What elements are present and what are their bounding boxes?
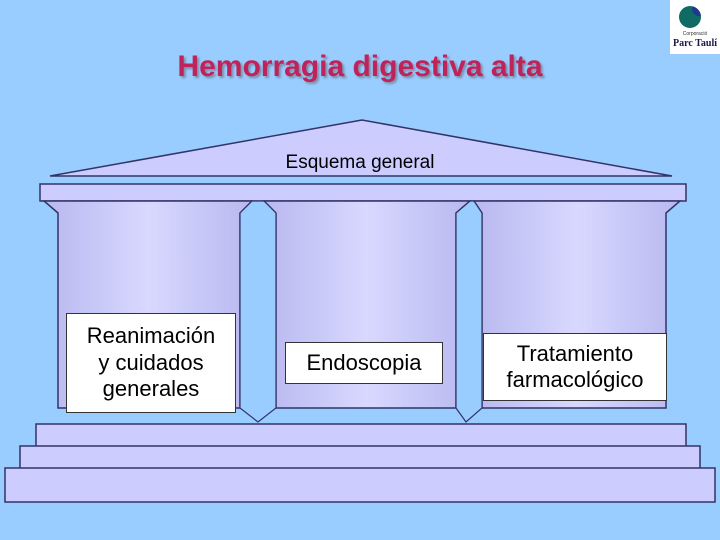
temple-step-3 <box>4 467 716 503</box>
temple-gap-2 <box>455 200 483 423</box>
pillar-text-line: y cuidados <box>98 349 204 375</box>
logo-mark-icon <box>679 6 701 28</box>
parc-tauli-logo: Corporació Parc Taulí <box>670 0 720 54</box>
pillar-box-endoscopia: Endoscopia <box>285 342 443 384</box>
pillar-text-line: farmacológico <box>506 367 644 392</box>
temple-entablature <box>39 183 687 202</box>
pillar-box-reanimacion: Reanimación y cuidados generales <box>66 313 236 413</box>
pillar-text-line: generales <box>102 376 200 402</box>
pillar-box-tratamiento: Tratamiento farmacológico <box>483 333 667 401</box>
temple-roof <box>49 119 673 177</box>
temple-gap-1 <box>239 200 277 423</box>
logo-name: Parc Taulí <box>673 38 717 49</box>
slide-title: Hemorragia digestiva alta <box>177 50 543 83</box>
pillar-text-line: Reanimación <box>86 323 216 349</box>
roof-label: Esquema general <box>285 152 435 173</box>
pillar-text-line: Endoscopia <box>306 349 422 375</box>
logo-small-text: Corporació <box>682 31 708 37</box>
pillar-text-line: Tratamiento <box>516 340 634 366</box>
